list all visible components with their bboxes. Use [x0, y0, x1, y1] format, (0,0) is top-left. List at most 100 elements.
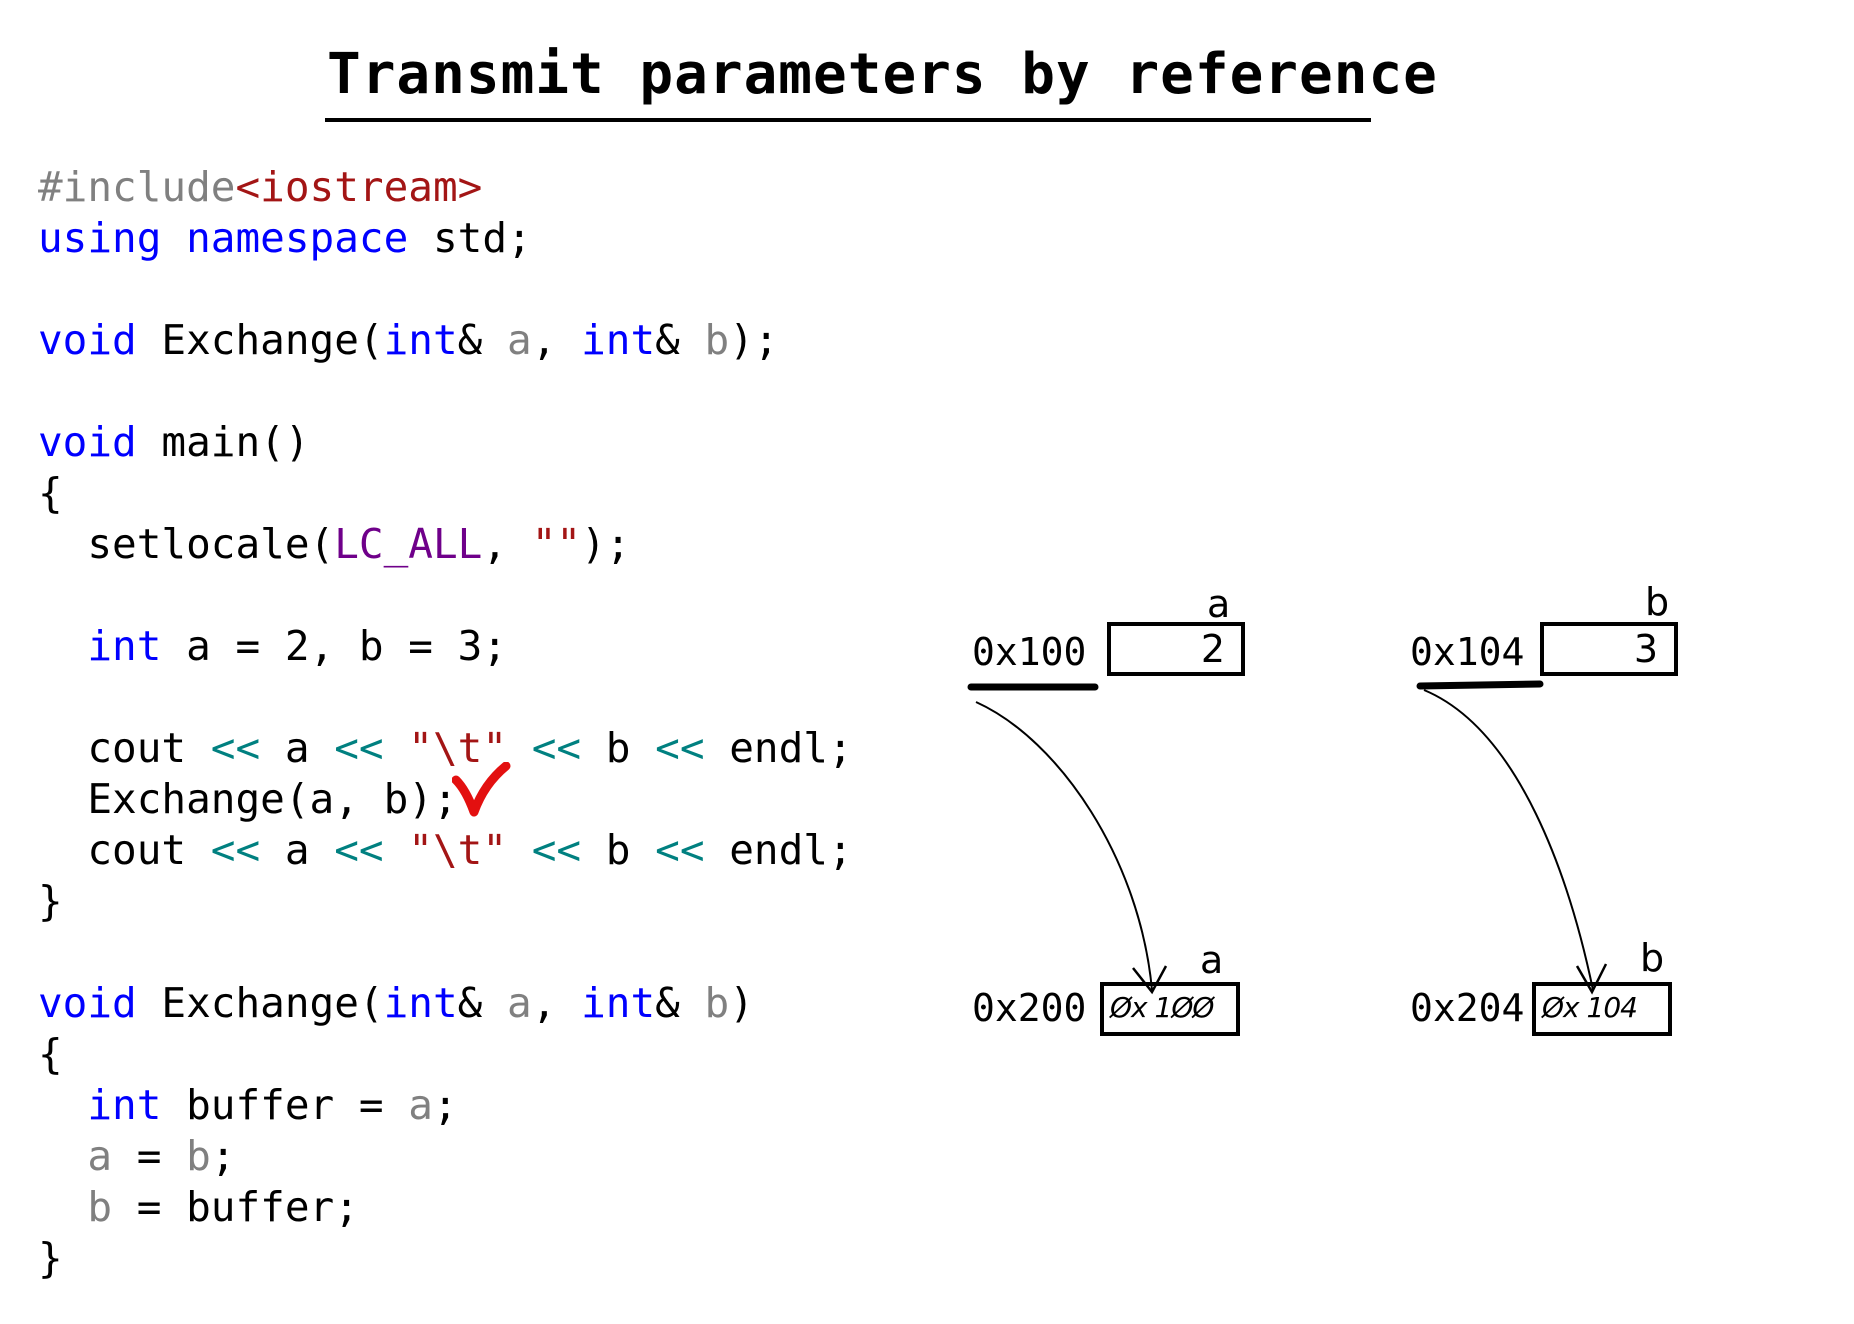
code-line: [38, 927, 853, 978]
code-line: }: [38, 1233, 853, 1284]
code-line: a = b;: [38, 1131, 853, 1182]
code-token-ident: b: [581, 826, 656, 874]
code-line: [38, 264, 853, 315]
code-token-ident: ,: [482, 520, 532, 568]
code-line: {: [38, 468, 853, 519]
code-line: #include<iostream>: [38, 162, 853, 213]
code-token-ident: );: [581, 520, 631, 568]
code-token-ident: Exchange(: [136, 979, 384, 1027]
code-token-ident: [38, 1132, 87, 1180]
code-token-operator: <<: [334, 826, 384, 874]
memory-cell-main-b: 3: [1540, 622, 1678, 676]
code-token-ident: ,: [531, 316, 582, 364]
code-token-ident: );: [729, 316, 779, 364]
code-token-ident: endl;: [704, 724, 853, 772]
code-token-keyword: using: [38, 214, 162, 262]
var-label-ref-b: b: [1640, 936, 1665, 980]
check-mark-icon: [452, 762, 511, 817]
code-token-ident: &: [457, 979, 508, 1027]
code-token-operator: <<: [334, 724, 384, 772]
code-token-ident: a = 2, b = 3;: [161, 622, 508, 670]
code-token-ident: ): [729, 979, 754, 1027]
code-token-ident: {: [38, 469, 63, 517]
cell-value-ref-a: Øx 1ØØ: [1110, 991, 1214, 1024]
code-token-ident: cout: [38, 826, 211, 874]
var-label-main-b: b: [1645, 580, 1670, 624]
code-line: int buffer = a;: [38, 1080, 853, 1131]
code-token-ident: Exchange(a, b);: [38, 775, 458, 823]
code-line: void Exchange(int& a, int& b);: [38, 315, 853, 366]
code-token-keyword: namespace: [186, 214, 409, 262]
memory-cell-main-a: 2: [1107, 622, 1245, 676]
code-token-directive: #include: [38, 163, 236, 211]
code-token-ident: [38, 1081, 87, 1129]
code-line: [38, 672, 853, 723]
cell-value-ref-b: Øx 104: [1542, 991, 1638, 1024]
code-token-param: a: [507, 316, 532, 364]
code-line: cout << a << "\t" << b << endl;: [38, 723, 853, 774]
code-token-ident: =: [112, 1132, 187, 1180]
code-token-param: a: [408, 1081, 433, 1129]
code-token-ident: }: [38, 877, 63, 925]
code-token-ident: [507, 826, 532, 874]
code-token-keyword: int: [581, 316, 656, 364]
code-token-ident: a: [260, 724, 335, 772]
code-token-ident: &: [655, 979, 705, 1027]
code-token-param: b: [704, 316, 730, 364]
code-token-ident: main(): [136, 418, 310, 466]
code-line: [38, 366, 853, 417]
code-line: [38, 570, 853, 621]
code-token-string: "\t": [408, 724, 508, 772]
code-line: {: [38, 1029, 853, 1080]
code-token-ident: [38, 1183, 87, 1231]
code-token-param: a: [87, 1132, 113, 1180]
code-token-keyword: int: [383, 979, 458, 1027]
code-token-keyword: void: [38, 316, 137, 364]
arrow-ref-b: [1423, 689, 1594, 991]
code-token-keyword: int: [581, 979, 656, 1027]
code-token-ident: [38, 622, 87, 670]
code-line: using namespace std;: [38, 213, 853, 264]
code-line: Exchange(a, b);: [38, 774, 853, 825]
code-token-keyword: int: [87, 1081, 162, 1129]
address-ref-b: 0x204: [1410, 986, 1525, 1030]
var-label-main-a: a: [1207, 582, 1231, 626]
arrow-ref-a: [975, 701, 1153, 991]
cell-value-main-a: 2: [1200, 627, 1225, 671]
code-token-keyword: void: [38, 979, 137, 1027]
address-underline-main-b: [1416, 680, 1544, 690]
code-token-header: <iostream>: [235, 163, 483, 211]
code-line: cout << a << "\t" << b << endl;: [38, 825, 853, 876]
code-token-operator: <<: [655, 724, 705, 772]
code-token-keyword: int: [383, 316, 458, 364]
code-token-param: b: [186, 1132, 211, 1180]
cell-value-main-b: 3: [1633, 627, 1658, 671]
code-token-ident: endl;: [704, 826, 853, 874]
code-token-operator: <<: [531, 826, 582, 874]
code-line: setlocale(LC_ALL, "");: [38, 519, 853, 570]
var-label-ref-a: a: [1200, 938, 1224, 982]
code-token-ident: a: [260, 826, 335, 874]
address-main-a: 0x100: [972, 630, 1087, 674]
code-token-ident: &: [655, 316, 705, 364]
page-title: Transmit parameters by reference: [327, 42, 1438, 107]
code-line: }: [38, 876, 853, 927]
code-token-ident: ;: [432, 1081, 458, 1129]
code-token-ident: {: [38, 1030, 63, 1078]
code-line: void main(): [38, 417, 853, 468]
code-line: void Exchange(int& a, int& b): [38, 978, 853, 1029]
address-main-b: 0x104: [1410, 630, 1525, 674]
code-token-operator: <<: [210, 826, 261, 874]
code-token-ident: = buffer;: [112, 1183, 359, 1231]
code-token-param: b: [87, 1183, 113, 1231]
address-ref-a: 0x200: [972, 986, 1087, 1030]
code-token-ident: ,: [531, 979, 582, 1027]
code-token-macro: LC_ALL: [334, 520, 483, 568]
code-token-operator: <<: [531, 724, 582, 772]
memory-cell-ref-a: Øx 1ØØ: [1100, 982, 1240, 1036]
code-token-string: "\t": [408, 826, 508, 874]
code-token-ident: cout: [38, 724, 211, 772]
code-token-ident: [161, 214, 186, 262]
code-token-ident: Exchange(: [136, 316, 384, 364]
code-line: b = buffer;: [38, 1182, 853, 1233]
